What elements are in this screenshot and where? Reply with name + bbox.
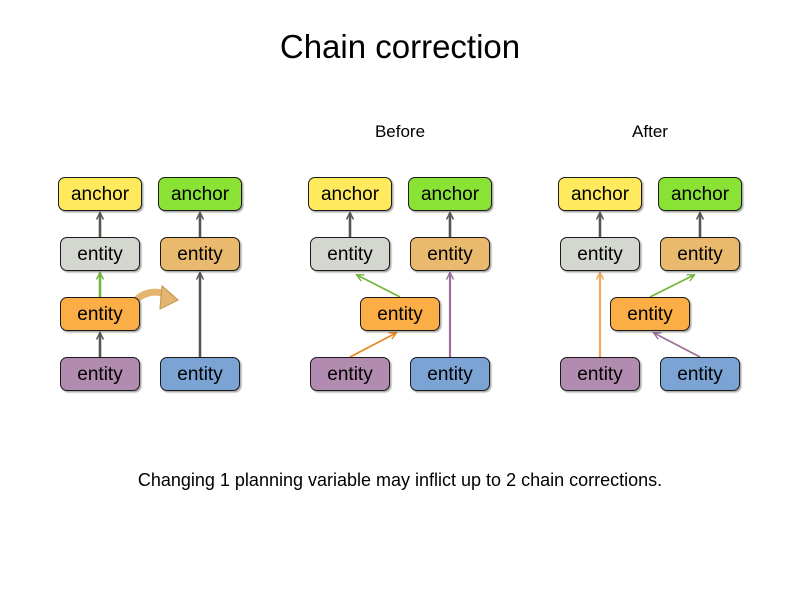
- node-before-entity-5[interactable]: entity: [410, 357, 490, 391]
- node-after-entity-1[interactable]: entity: [560, 237, 640, 271]
- node-before-entity-4[interactable]: entity: [310, 357, 390, 391]
- node-legend-entity-2[interactable]: entity: [160, 237, 240, 271]
- node-before-entity-3[interactable]: entity: [360, 297, 440, 331]
- slide-caption: Changing 1 planning variable may inflict…: [137, 470, 663, 490]
- node-after-anchor-1[interactable]: anchor: [558, 177, 642, 211]
- node-legend-entity-3[interactable]: entity: [60, 297, 140, 331]
- node-legend-entity-5[interactable]: entity: [160, 357, 240, 391]
- node-after-entity-5[interactable]: entity: [660, 357, 740, 391]
- arrow-before-entity3-to-entity1: [357, 275, 401, 298]
- legend-panel-arrows: [100, 213, 200, 357]
- before-panel-arrows: [349, 213, 450, 358]
- arrow-after-entity5-to-entity3: [654, 333, 701, 358]
- arrow-legend-move-head-icon: [159, 285, 179, 310]
- node-after-entity-3[interactable]: entity: [610, 297, 690, 331]
- node-legend-anchor-1[interactable]: anchor: [58, 177, 142, 211]
- node-legend-anchor-2[interactable]: anchor: [158, 177, 242, 211]
- node-before-entity-1[interactable]: entity: [310, 237, 390, 271]
- node-before-entity-2[interactable]: entity: [410, 237, 490, 271]
- panel-label-before: Before: [374, 122, 426, 141]
- panel-label-after: After: [632, 122, 668, 141]
- node-after-anchor-2[interactable]: anchor: [658, 177, 742, 211]
- node-legend-entity-4[interactable]: entity: [60, 357, 140, 391]
- node-after-entity-2[interactable]: entity: [660, 237, 740, 271]
- node-before-anchor-1[interactable]: anchor: [308, 177, 392, 211]
- node-after-entity-4[interactable]: entity: [560, 357, 640, 391]
- after-panel-arrows: [600, 213, 701, 358]
- page-title: Chain correction: [279, 28, 521, 65]
- node-before-anchor-2[interactable]: anchor: [408, 177, 492, 211]
- arrow-before-entity4-to-entity3: [349, 333, 396, 358]
- node-legend-entity-1[interactable]: entity: [60, 237, 140, 271]
- arrow-after-entity3-to-entity2: [649, 275, 694, 298]
